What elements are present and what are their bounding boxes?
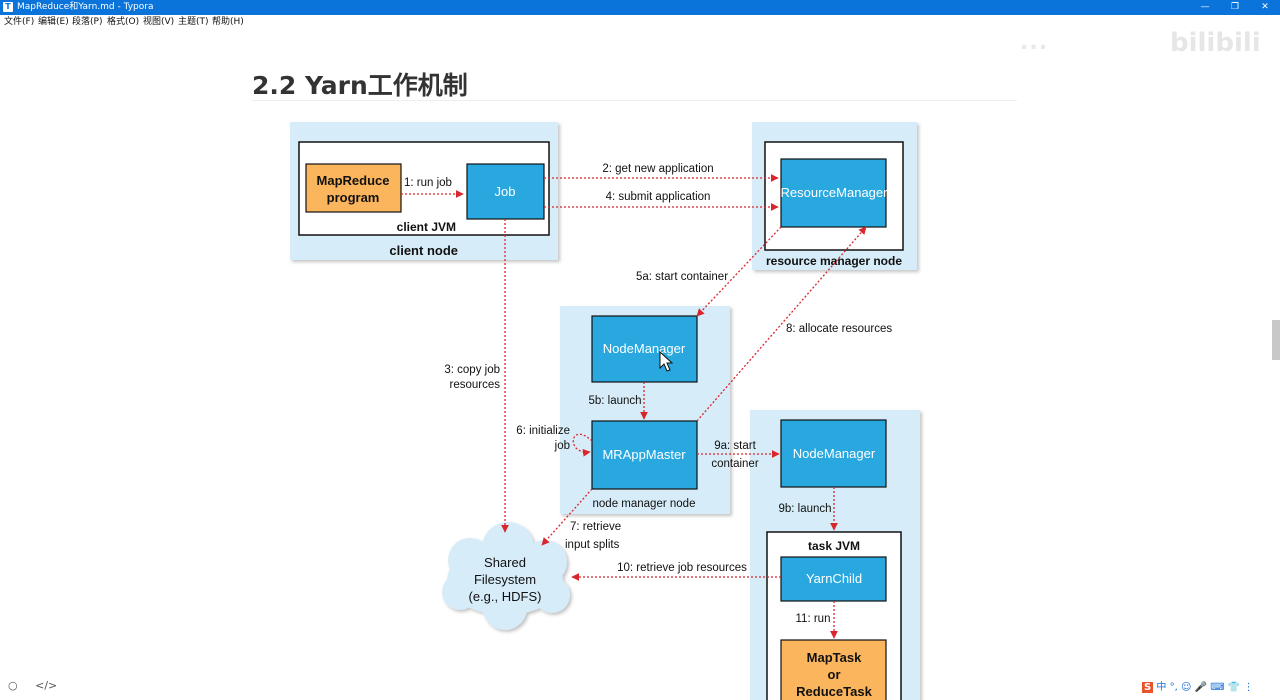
source-code-icon[interactable]: </> bbox=[35, 679, 58, 692]
close-icon[interactable]: ✕ bbox=[1261, 2, 1269, 12]
label-initialize-2: job bbox=[554, 440, 570, 452]
shared-fs-label-1: Shared bbox=[484, 555, 526, 570]
maptask-box bbox=[780, 639, 887, 700]
maptask-label-3: ReduceTask bbox=[796, 684, 872, 699]
arrow-initialize-job bbox=[572, 433, 593, 457]
minimize-icon[interactable]: — bbox=[1200, 2, 1210, 12]
tray-emoji-icon[interactable]: ☺ bbox=[1180, 682, 1192, 693]
watermark-text: ... bbox=[1020, 30, 1049, 55]
job-label: Job bbox=[495, 184, 516, 199]
window-title: MapReduce和Yarn.md - Typora bbox=[17, 2, 154, 12]
label-allocate-resources: 8: allocate resources bbox=[786, 323, 892, 335]
tray-chinese[interactable]: 中 bbox=[1156, 682, 1167, 693]
label-initialize-1: 6: initialize bbox=[516, 425, 570, 437]
label-run-11: 11: run bbox=[796, 613, 831, 625]
arrow-allocate-resources bbox=[696, 226, 867, 422]
mapreduce-program-label-2: program bbox=[327, 190, 380, 205]
vertical-scrollbar[interactable] bbox=[1272, 320, 1280, 360]
label-run-job: 1: run job bbox=[404, 177, 452, 189]
job-box bbox=[466, 163, 545, 220]
restore-icon[interactable]: ❐ bbox=[1230, 2, 1240, 12]
typora-app-icon: T bbox=[3, 2, 13, 12]
tray-skin-icon[interactable]: 👕 bbox=[1227, 682, 1241, 693]
circle-icon[interactable]: ○ bbox=[8, 679, 18, 692]
label-submit-application: 4: submit application bbox=[606, 191, 711, 203]
arrow-retrieve-input-splits bbox=[541, 488, 593, 546]
nodemanager-box-2 bbox=[780, 419, 887, 488]
bilibili-watermark: bilibili bbox=[1170, 28, 1261, 58]
mouse-cursor-icon bbox=[659, 350, 674, 372]
client-node-label: client node bbox=[389, 243, 458, 258]
menu-bar: 文件(F) 编辑(E) 段落(P) 格式(O) 视图(V) 主题(T) 帮助(H… bbox=[0, 15, 1280, 30]
nodemanager-label-1: NodeManager bbox=[603, 341, 686, 356]
label-retrieve-2: input splits bbox=[565, 539, 620, 551]
resource-manager-label: ResourceManager bbox=[781, 185, 889, 200]
tray-punct[interactable]: °, bbox=[1169, 682, 1178, 693]
heading-divider bbox=[252, 100, 1017, 101]
label-launch-9b: 9b: launch bbox=[778, 503, 831, 515]
label-retrieve-job-resources: 10: retrieve job resources bbox=[617, 562, 747, 574]
mrappmaster-box bbox=[591, 420, 698, 490]
sogou-ime-icon[interactable]: S bbox=[1142, 682, 1154, 693]
client-jvm-label: client JVM bbox=[397, 220, 456, 234]
shared-fs-label-2: Filesystem bbox=[474, 572, 536, 587]
label-retrieve-1: 7: retrieve bbox=[570, 521, 621, 533]
label-get-new-application: 2: get new application bbox=[602, 163, 713, 175]
shared-fs-label-3: (e.g., HDFS) bbox=[469, 589, 542, 604]
arrow-start-container bbox=[696, 226, 782, 317]
mapreduce-program-box bbox=[305, 163, 402, 213]
mapreduce-program-label-1: MapReduce bbox=[317, 173, 390, 188]
maptask-label-2: or bbox=[828, 667, 841, 682]
system-tray: S 中 °, ☺ 🎤 ⌨ 👕 ⋮ bbox=[1142, 680, 1253, 696]
statusbar-left: ○ </> bbox=[8, 679, 57, 692]
yarnchild-box bbox=[780, 556, 887, 602]
menu-file[interactable]: 文件(F) bbox=[4, 17, 35, 27]
shared-filesystem-cloud bbox=[442, 522, 570, 630]
menu-paragraph[interactable]: 段落(P) bbox=[72, 17, 103, 27]
task-jvm-label: task JVM bbox=[808, 539, 860, 553]
menu-view[interactable]: 视图(V) bbox=[143, 17, 175, 27]
title-bar: T MapReduce和Yarn.md - Typora — ❐ ✕ bbox=[0, 0, 1280, 15]
node-manager-node-label: node manager node bbox=[593, 498, 696, 510]
label-9a-1: 9a: start bbox=[714, 440, 756, 452]
tray-keyboard-icon[interactable]: ⌨ bbox=[1210, 682, 1225, 693]
nodemanager-box-1 bbox=[591, 315, 698, 383]
label-copy-job-2: resources bbox=[450, 379, 501, 391]
mrappmaster-label: MRAppMaster bbox=[602, 447, 686, 462]
tray-mic-icon[interactable]: 🎤 bbox=[1194, 682, 1208, 693]
label-9a-2: container bbox=[711, 458, 758, 470]
resource-manager-node-label: resource manager node bbox=[766, 254, 902, 268]
resource-manager-box bbox=[780, 158, 887, 228]
menu-theme[interactable]: 主题(T) bbox=[178, 17, 209, 27]
section-heading: 2.2 Yarn工作机制 bbox=[252, 71, 468, 100]
maptask-label-1: MapTask bbox=[807, 650, 862, 665]
nodemanager-label-2: NodeManager bbox=[793, 446, 876, 461]
menu-help[interactable]: 帮助(H) bbox=[212, 17, 244, 27]
label-start-container: 5a: start container bbox=[636, 271, 728, 283]
label-launch-5b: 5b: launch bbox=[588, 395, 641, 407]
menu-format[interactable]: 格式(O) bbox=[107, 17, 140, 27]
tray-more-icon[interactable]: ⋮ bbox=[1243, 682, 1254, 693]
label-copy-job-1: 3: copy job bbox=[444, 364, 500, 376]
menu-edit[interactable]: 编辑(E) bbox=[38, 17, 69, 27]
yarnchild-label: YarnChild bbox=[806, 571, 862, 586]
